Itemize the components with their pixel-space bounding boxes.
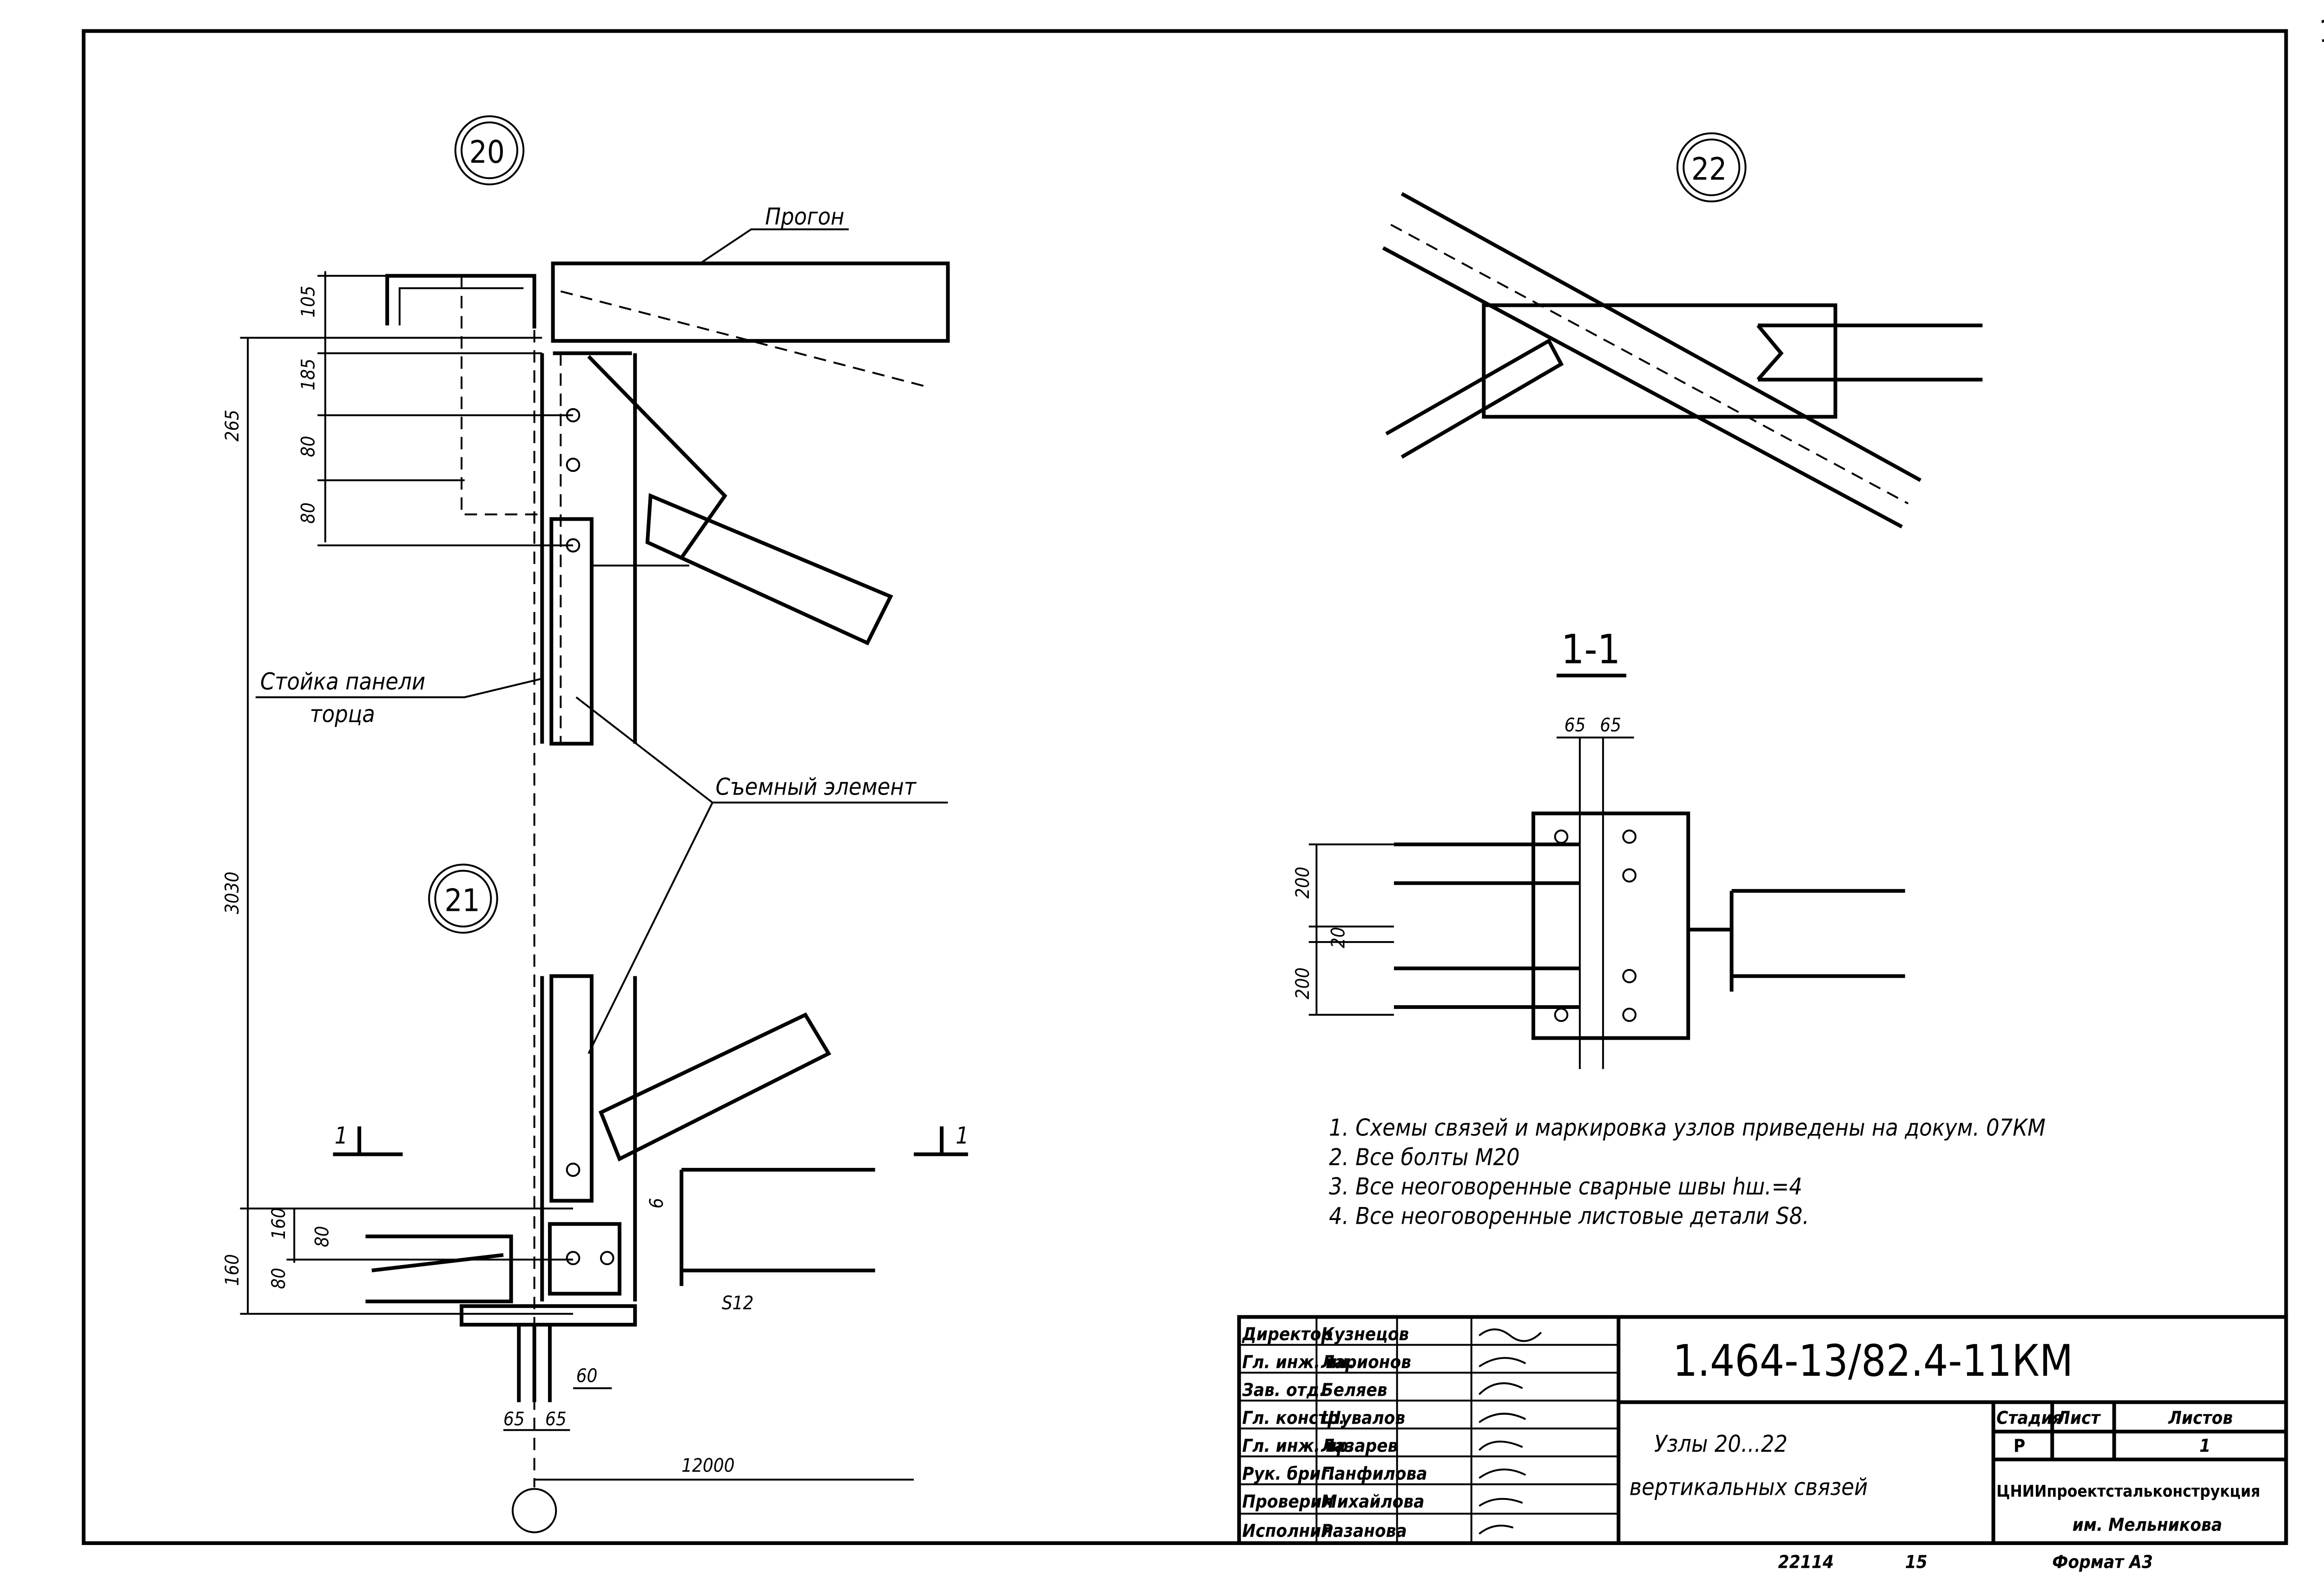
section-title: 1-1	[1561, 626, 1620, 673]
organization-sub: им. Мельникова	[2073, 1514, 2222, 1535]
section-mark-left: 1	[335, 1122, 348, 1149]
copy-number: 15	[1905, 1552, 1928, 1572]
dim-label: 20	[1327, 927, 1349, 948]
dim-label: 3030	[222, 872, 243, 915]
sheet-title-line2: вертикальных связей	[1630, 1474, 1868, 1501]
section-cut-marks	[333, 1126, 968, 1156]
staff-role: Гл. констр.	[1242, 1407, 1345, 1428]
node-21-label: 21	[444, 882, 480, 918]
dim-label: 65	[1600, 715, 1621, 736]
dim-label: 80	[268, 1268, 290, 1289]
staff-name: Ларионов	[1320, 1352, 1411, 1373]
organization-name: ЦНИИпроектстальконструкция	[1996, 1482, 2260, 1501]
dim-label: 185	[297, 358, 319, 391]
stage-header: Стадия	[1996, 1407, 2063, 1428]
node-20-detail: 20 Прогон	[385, 115, 950, 746]
note-item: 2. Все болты М20	[1329, 1144, 1520, 1171]
dim-label: 80	[311, 1226, 333, 1247]
staff-name: Беляев	[1321, 1379, 1387, 1400]
staff-name: Разанова	[1321, 1521, 1406, 1542]
dim-label: 160	[268, 1207, 290, 1240]
purlin-label: Прогон	[765, 203, 844, 230]
title-block: Директор Гл. инж. ин. Зав. отд. Гл. конс…	[1237, 1315, 2288, 1545]
dim-label: 80	[297, 436, 319, 457]
staff-role: Проверил	[1242, 1491, 1333, 1512]
staff-name: Шувалов	[1321, 1407, 1405, 1428]
weld-label: 6	[646, 1198, 667, 1208]
left-dimension-chain: 105 185 80 80 265 3030 160 80 160 80	[222, 271, 573, 1315]
staff-name: Панфилова	[1321, 1463, 1427, 1484]
staff-roles: Директор Гл. инж. ин. Зав. отд. Гл. конс…	[1241, 1324, 1354, 1541]
staff-role: Рук. бриг.	[1242, 1463, 1335, 1484]
end-panel-post-label-1: Стойка панели	[260, 668, 425, 695]
node-22-detail: 22	[1382, 132, 1983, 529]
dim-label: 12000	[681, 1455, 734, 1477]
removable-element-label: Съемный элемент	[716, 773, 917, 800]
bottom-dimension-chain: 60 65 65 12000	[503, 1365, 914, 1533]
staff-names: Кузнецов Ларионов Беляев Шувалов Лазарев…	[1320, 1324, 1427, 1541]
leader-line	[255, 677, 542, 698]
sheets-header: Листов	[2168, 1407, 2233, 1428]
page-number: 14	[2318, 13, 2324, 49]
note-item: 1. Схемы связей и маркировка узлов приве…	[1329, 1114, 2046, 1141]
sheet-title-line1: Узлы 20...22	[1654, 1430, 1788, 1457]
notes: 1. Схемы связей и маркировка узлов приве…	[1329, 1114, 2046, 1230]
staff-name: Михайлова	[1321, 1491, 1424, 1512]
dim-label: 60	[576, 1365, 598, 1386]
dim-label: 65	[503, 1409, 525, 1430]
dim-label: 80	[297, 503, 319, 524]
node-22-label: 22	[1691, 151, 1727, 187]
dim-label: 200	[1292, 867, 1314, 899]
node-20-label: 20	[469, 134, 505, 170]
staff-name: Кузнецов	[1321, 1324, 1409, 1345]
staff-role: Гл. инж. ин.	[1242, 1352, 1354, 1373]
dim-label: 105	[297, 286, 319, 318]
sheet-header: Лист	[2056, 1407, 2101, 1428]
end-panel-post-label-2: торца	[310, 701, 375, 728]
order-number: 22114	[1778, 1552, 1834, 1572]
staff-role: Исполнил	[1242, 1521, 1333, 1542]
plate-label: S12	[722, 1293, 754, 1314]
note-item: 4. Все неоговоренные листовые детали S8.	[1329, 1203, 1809, 1230]
sheets-value: 1	[2199, 1435, 2211, 1456]
node-21-detail: 21	[365, 310, 875, 1488]
section-mark-right: 1	[956, 1122, 969, 1149]
staff-role: Директор	[1241, 1324, 1333, 1345]
sheet-format: Формат А3	[2052, 1552, 2153, 1572]
section-1-1-detail: 1-1 65 65 200 20 200	[1292, 626, 1905, 1069]
stage-value: Р	[2014, 1435, 2025, 1456]
note-item: 3. Все неоговоренные сварные швы hш.=4	[1329, 1173, 1802, 1200]
dim-label: 200	[1292, 968, 1314, 1000]
dim-label: 65	[545, 1409, 567, 1430]
staff-role: Гл. инж. пр.	[1242, 1435, 1354, 1456]
sheet-frame	[81, 29, 2288, 1545]
dim-label: 265	[222, 410, 243, 442]
staff-role: Зав. отд.	[1242, 1379, 1325, 1400]
signatures	[1478, 1328, 1542, 1535]
dim-label: 160	[222, 1254, 243, 1286]
dim-label: 65	[1565, 715, 1586, 736]
leader-line	[575, 696, 948, 1054]
document-code: 1.464-13/82.4-11КМ	[1673, 1336, 2073, 1386]
grid-axis-bubble	[511, 1488, 557, 1533]
staff-name: Лазарев	[1320, 1435, 1398, 1456]
